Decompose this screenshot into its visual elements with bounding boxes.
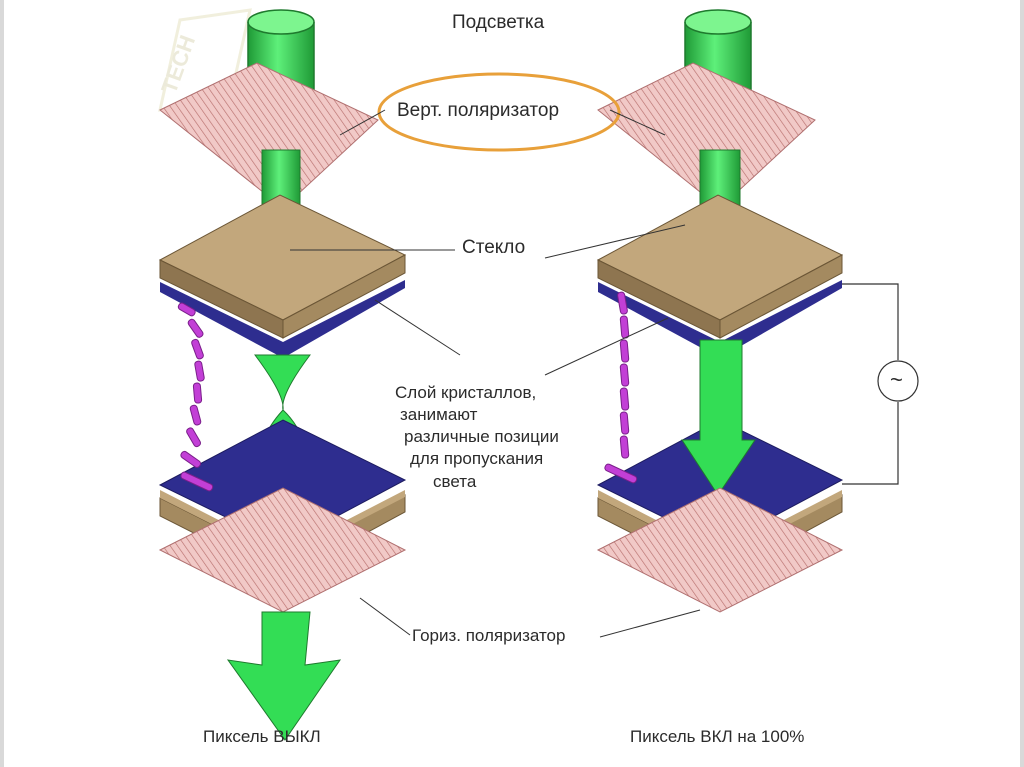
left-stack: [158, 9, 407, 741]
left-frame-border: [0, 0, 4, 767]
label-backlight: Подсветка: [452, 12, 545, 33]
highlight-oval: [377, 72, 621, 152]
label-crystals-line4: для пропускания: [410, 449, 544, 468]
leader-lines: [290, 109, 701, 638]
label-crystals-line5: света: [433, 472, 477, 491]
left-horiz-polarizer: [158, 487, 407, 613]
label-crystals-line2: занимают: [400, 405, 478, 424]
right-horiz-polarizer: [596, 487, 844, 613]
left-top-glass: [158, 194, 407, 339]
right-stack: [596, 9, 919, 613]
right-crystal-rods: [604, 291, 638, 484]
label-horiz-polarizer: Гориз. поляризатор: [412, 626, 566, 645]
left-vert-polarizer: [159, 62, 379, 209]
right-top-glass: [596, 194, 844, 339]
label-pixel-off: Пиксель ВЫКЛ: [203, 727, 321, 746]
label-glass: Стекло: [462, 237, 526, 258]
right-vert-polarizer: [597, 62, 816, 209]
left-crystal-rods: [177, 302, 214, 492]
label-pixel-on: Пиксель ВКЛ на 100%: [630, 727, 805, 746]
ac-symbol-icon: ~: [890, 367, 903, 392]
label-crystals-line3: различные позиции: [404, 427, 559, 446]
svg-text:TECH: TECH: [156, 32, 200, 97]
left-exit-arrow: [226, 611, 342, 741]
right-straight-beam: [681, 339, 756, 496]
left-top-crystal-layer: [160, 280, 405, 358]
ac-voltage-circuit: [842, 283, 919, 485]
label-crystals-line1: Слой кристаллов,: [395, 383, 537, 402]
label-vert-polarizer: Верт. поляризатор: [397, 100, 560, 121]
right-frame-border: [1020, 0, 1024, 767]
